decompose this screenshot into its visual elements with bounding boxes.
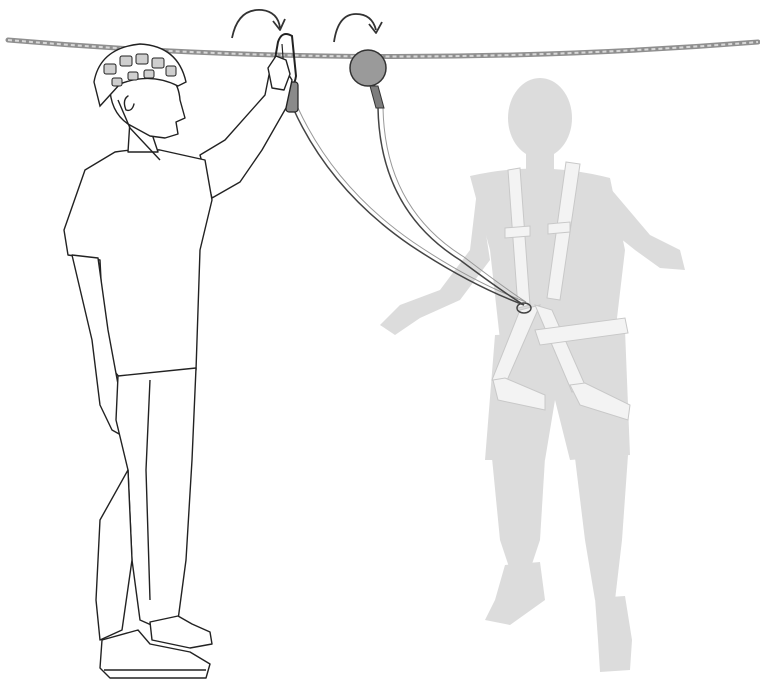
rotate-clockwise-arrow-icon: [232, 10, 285, 38]
ghost-figure: [380, 78, 685, 672]
ghost-figure-left-leg: [492, 458, 545, 570]
ghost-figure-right-shoe: [595, 596, 632, 672]
ghost-figure-head: [508, 78, 572, 158]
climber-back-shoe: [150, 616, 212, 648]
harness-chest-buckle-right: [548, 222, 570, 234]
ghost-figure-right-leg: [575, 455, 628, 600]
ball-connector-icon: [350, 50, 386, 108]
ghost-figure-left-shoe: [485, 562, 545, 625]
ghost-figure-left-arm: [380, 182, 490, 335]
harness-chest-buckle-left: [505, 226, 530, 238]
rotate-clockwise-arrow-icon-2: [334, 14, 382, 42]
